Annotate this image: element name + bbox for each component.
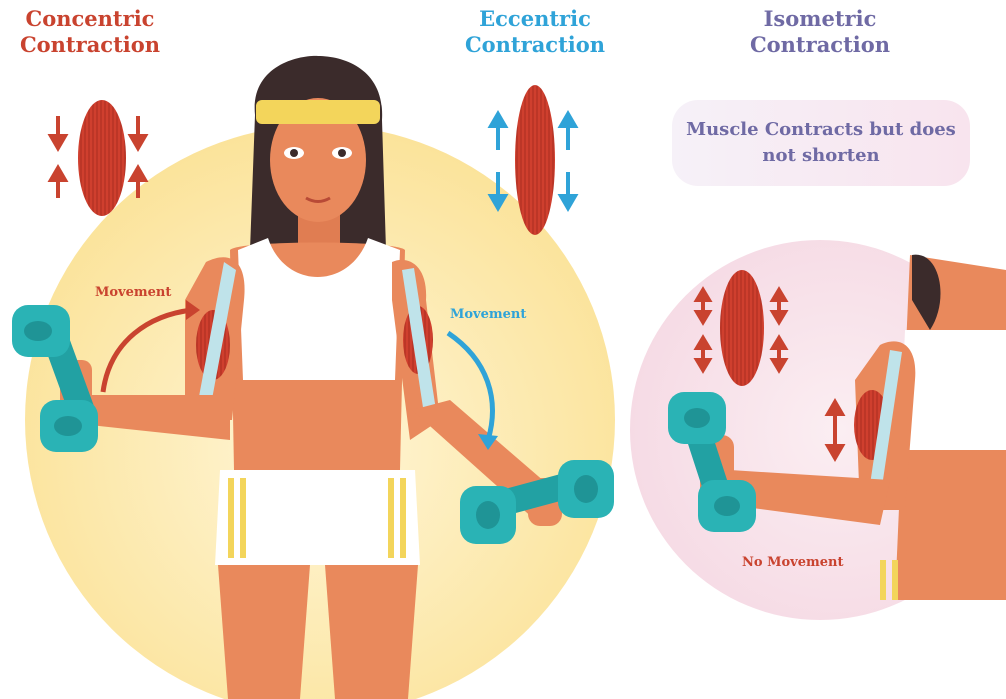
isometric-callout: Muscle Contracts but does not shorten bbox=[672, 100, 970, 186]
concentric-title-line1: Concentric bbox=[0, 6, 180, 32]
eccentric-title-line1: Eccentric bbox=[455, 6, 615, 32]
headband bbox=[256, 100, 380, 124]
isometric-title-line2: Contraction bbox=[740, 32, 900, 58]
eccentric-movement-label: Movement bbox=[450, 307, 526, 322]
isometric-callout-text: Muscle Contracts but does not shorten bbox=[686, 117, 956, 169]
isometric-title-line1: Isometric bbox=[740, 6, 900, 32]
concentric-movement-label: Movement bbox=[95, 285, 171, 300]
eccentric-title: Eccentric Contraction bbox=[455, 6, 615, 58]
concentric-title: Concentric Contraction bbox=[0, 6, 180, 58]
isometric-title: Isometric Contraction bbox=[740, 6, 900, 58]
isometric-movement-label: No Movement bbox=[742, 555, 843, 570]
eccentric-title-line2: Contraction bbox=[455, 32, 615, 58]
concentric-title-line2: Contraction bbox=[0, 32, 180, 58]
